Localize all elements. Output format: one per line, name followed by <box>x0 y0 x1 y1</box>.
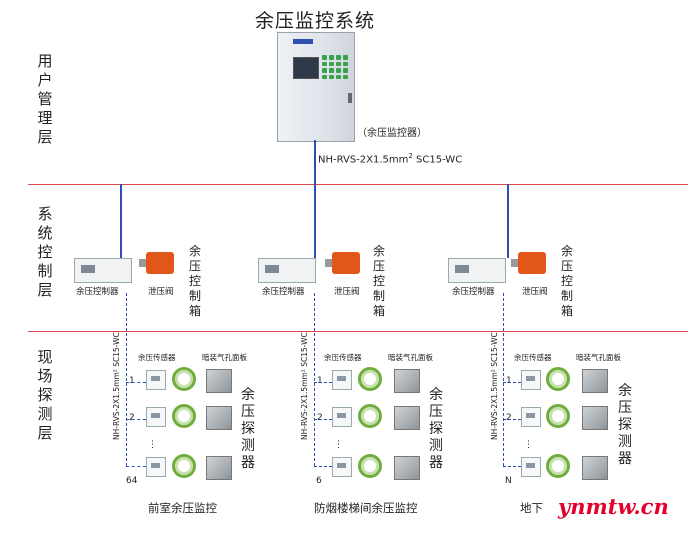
sampling-tube-coil <box>546 454 570 478</box>
pressure-sensor <box>332 457 352 477</box>
cabinet-3-label: 余压控制箱 <box>560 244 573 318</box>
sampling-tube-coil <box>172 404 196 428</box>
diagram-title: 余压监控系统 <box>255 10 376 32</box>
zone-1-label: 前室余压监控 <box>148 501 217 515</box>
vent-panel <box>394 456 420 480</box>
detector-1-number-last: 64 <box>126 476 138 486</box>
detector-2-number-2: 2 <box>317 413 323 423</box>
field-branch-1a <box>126 382 146 383</box>
field-wire-3-label: NH-RVS-2X1.5mm² SC15-WC <box>490 332 499 440</box>
sampling-tube-coil <box>546 404 570 428</box>
valve-3-label: 泄压阀 <box>522 287 548 297</box>
field-wire-1-label: NH-RVS-2X1.5mm² SC15-WC <box>112 332 121 440</box>
cabinet-2-label: 余压控制箱 <box>372 244 385 318</box>
detector-2-number-1: 1 <box>317 376 323 386</box>
zone-2-label: 防烟楼梯间余压监控 <box>314 501 418 515</box>
vent-panel <box>582 369 608 393</box>
detector-2-number-last: 6 <box>316 476 322 486</box>
vent-panel <box>206 456 232 480</box>
bus-drop-1 <box>120 184 122 258</box>
panel-header-2: 暗装气孔面板 <box>388 353 433 362</box>
pressure-sensor <box>332 407 352 427</box>
relief-valve-1 <box>139 252 174 274</box>
vent-panel <box>394 406 420 430</box>
controller-1-label: 余压控制器 <box>76 287 119 297</box>
pressure-sensor <box>146 457 166 477</box>
cabinet-screen <box>293 57 319 79</box>
pressure-controller-2 <box>258 258 316 283</box>
field-branch-1b <box>126 419 146 420</box>
field-branch-3b <box>503 419 521 420</box>
pressure-controller-3 <box>448 258 506 283</box>
pressure-sensor <box>521 370 541 390</box>
sampling-tube-coil <box>546 367 570 391</box>
field-branch-3a <box>503 382 521 383</box>
vent-panel <box>206 406 232 430</box>
detector-3-number-2: 2 <box>506 413 512 423</box>
relief-valve-2 <box>325 252 360 274</box>
detector-1-number-2: 2 <box>129 413 135 423</box>
main-wire-label: NH-RVS-2X1.5mm2 SC15-WC <box>318 152 463 166</box>
bus-drop-2 <box>314 184 316 258</box>
cabinet-logo <box>293 39 313 44</box>
valve-1-label: 泄压阀 <box>148 287 174 297</box>
detector-1-number-1: 1 <box>129 376 135 386</box>
cabinet-1-label: 余压控制箱 <box>188 244 201 318</box>
field-wire-3 <box>503 293 504 466</box>
cabinet-keypad <box>322 55 348 79</box>
panel-header-3: 暗装气孔面板 <box>576 353 621 362</box>
field-branch-1c <box>126 466 146 467</box>
field-wire-1 <box>126 293 127 466</box>
detector-2-label: 余压探测器 <box>429 387 443 471</box>
field-branch-3c <box>503 466 521 467</box>
pressure-sensor <box>521 407 541 427</box>
pressure-controller-1 <box>74 258 132 283</box>
pressure-sensor <box>332 370 352 390</box>
sensor-header-1: 余压传感器 <box>138 353 176 362</box>
controller-label: （余压监控器） <box>357 128 427 139</box>
field-branch-2b <box>314 419 332 420</box>
detector-1-label: 余压探测器 <box>241 387 255 471</box>
detector-3-number-1: 1 <box>506 376 512 386</box>
vent-panel <box>206 369 232 393</box>
pressure-sensor <box>146 370 166 390</box>
pressure-sensor <box>146 407 166 427</box>
sampling-tube-coil <box>358 367 382 391</box>
sensor-header-3: 余压传感器 <box>514 353 552 362</box>
divider-line-top <box>28 184 688 185</box>
sampling-tube-coil <box>172 454 196 478</box>
detector-3-label: 余压探测器 <box>618 383 632 467</box>
field-branch-2a <box>314 382 332 383</box>
detector-3-number-last: N <box>505 476 512 486</box>
panel-header-1: 暗装气孔面板 <box>202 353 247 362</box>
detector-3-ellipsis: ⋮ <box>524 440 533 450</box>
field-branch-2c <box>314 466 332 467</box>
cabinet-handle <box>348 93 352 103</box>
relief-valve-3 <box>511 252 546 274</box>
bus-drop-3 <box>507 184 509 258</box>
main-wire-vertical <box>314 140 316 184</box>
vent-panel <box>394 369 420 393</box>
layer-label-system: 系统控制层 <box>37 205 53 299</box>
zone-3-label: 地下 <box>520 501 543 515</box>
detector-2-ellipsis: ⋮ <box>334 440 343 450</box>
sampling-tube-coil <box>172 367 196 391</box>
field-wire-2 <box>314 293 315 466</box>
sampling-tube-coil <box>358 404 382 428</box>
pressure-sensor <box>521 457 541 477</box>
site-watermark: ynmtw.cn <box>555 494 672 519</box>
controller-3-label: 余压控制器 <box>452 287 495 297</box>
field-wire-2-label: NH-RVS-2X1.5mm² SC15-WC <box>300 332 309 440</box>
vent-panel <box>582 406 608 430</box>
valve-2-label: 泄压阀 <box>334 287 360 297</box>
divider-line-bottom <box>28 331 688 332</box>
pressure-monitor-cabinet <box>277 32 355 142</box>
detector-1-ellipsis: ⋮ <box>148 440 157 450</box>
sensor-header-2: 余压传感器 <box>324 353 362 362</box>
vent-panel <box>582 456 608 480</box>
layer-label-field: 现场探测层 <box>37 348 53 442</box>
layer-label-user: 用户管理层 <box>37 52 53 146</box>
controller-2-label: 余压控制器 <box>262 287 305 297</box>
sampling-tube-coil <box>358 454 382 478</box>
